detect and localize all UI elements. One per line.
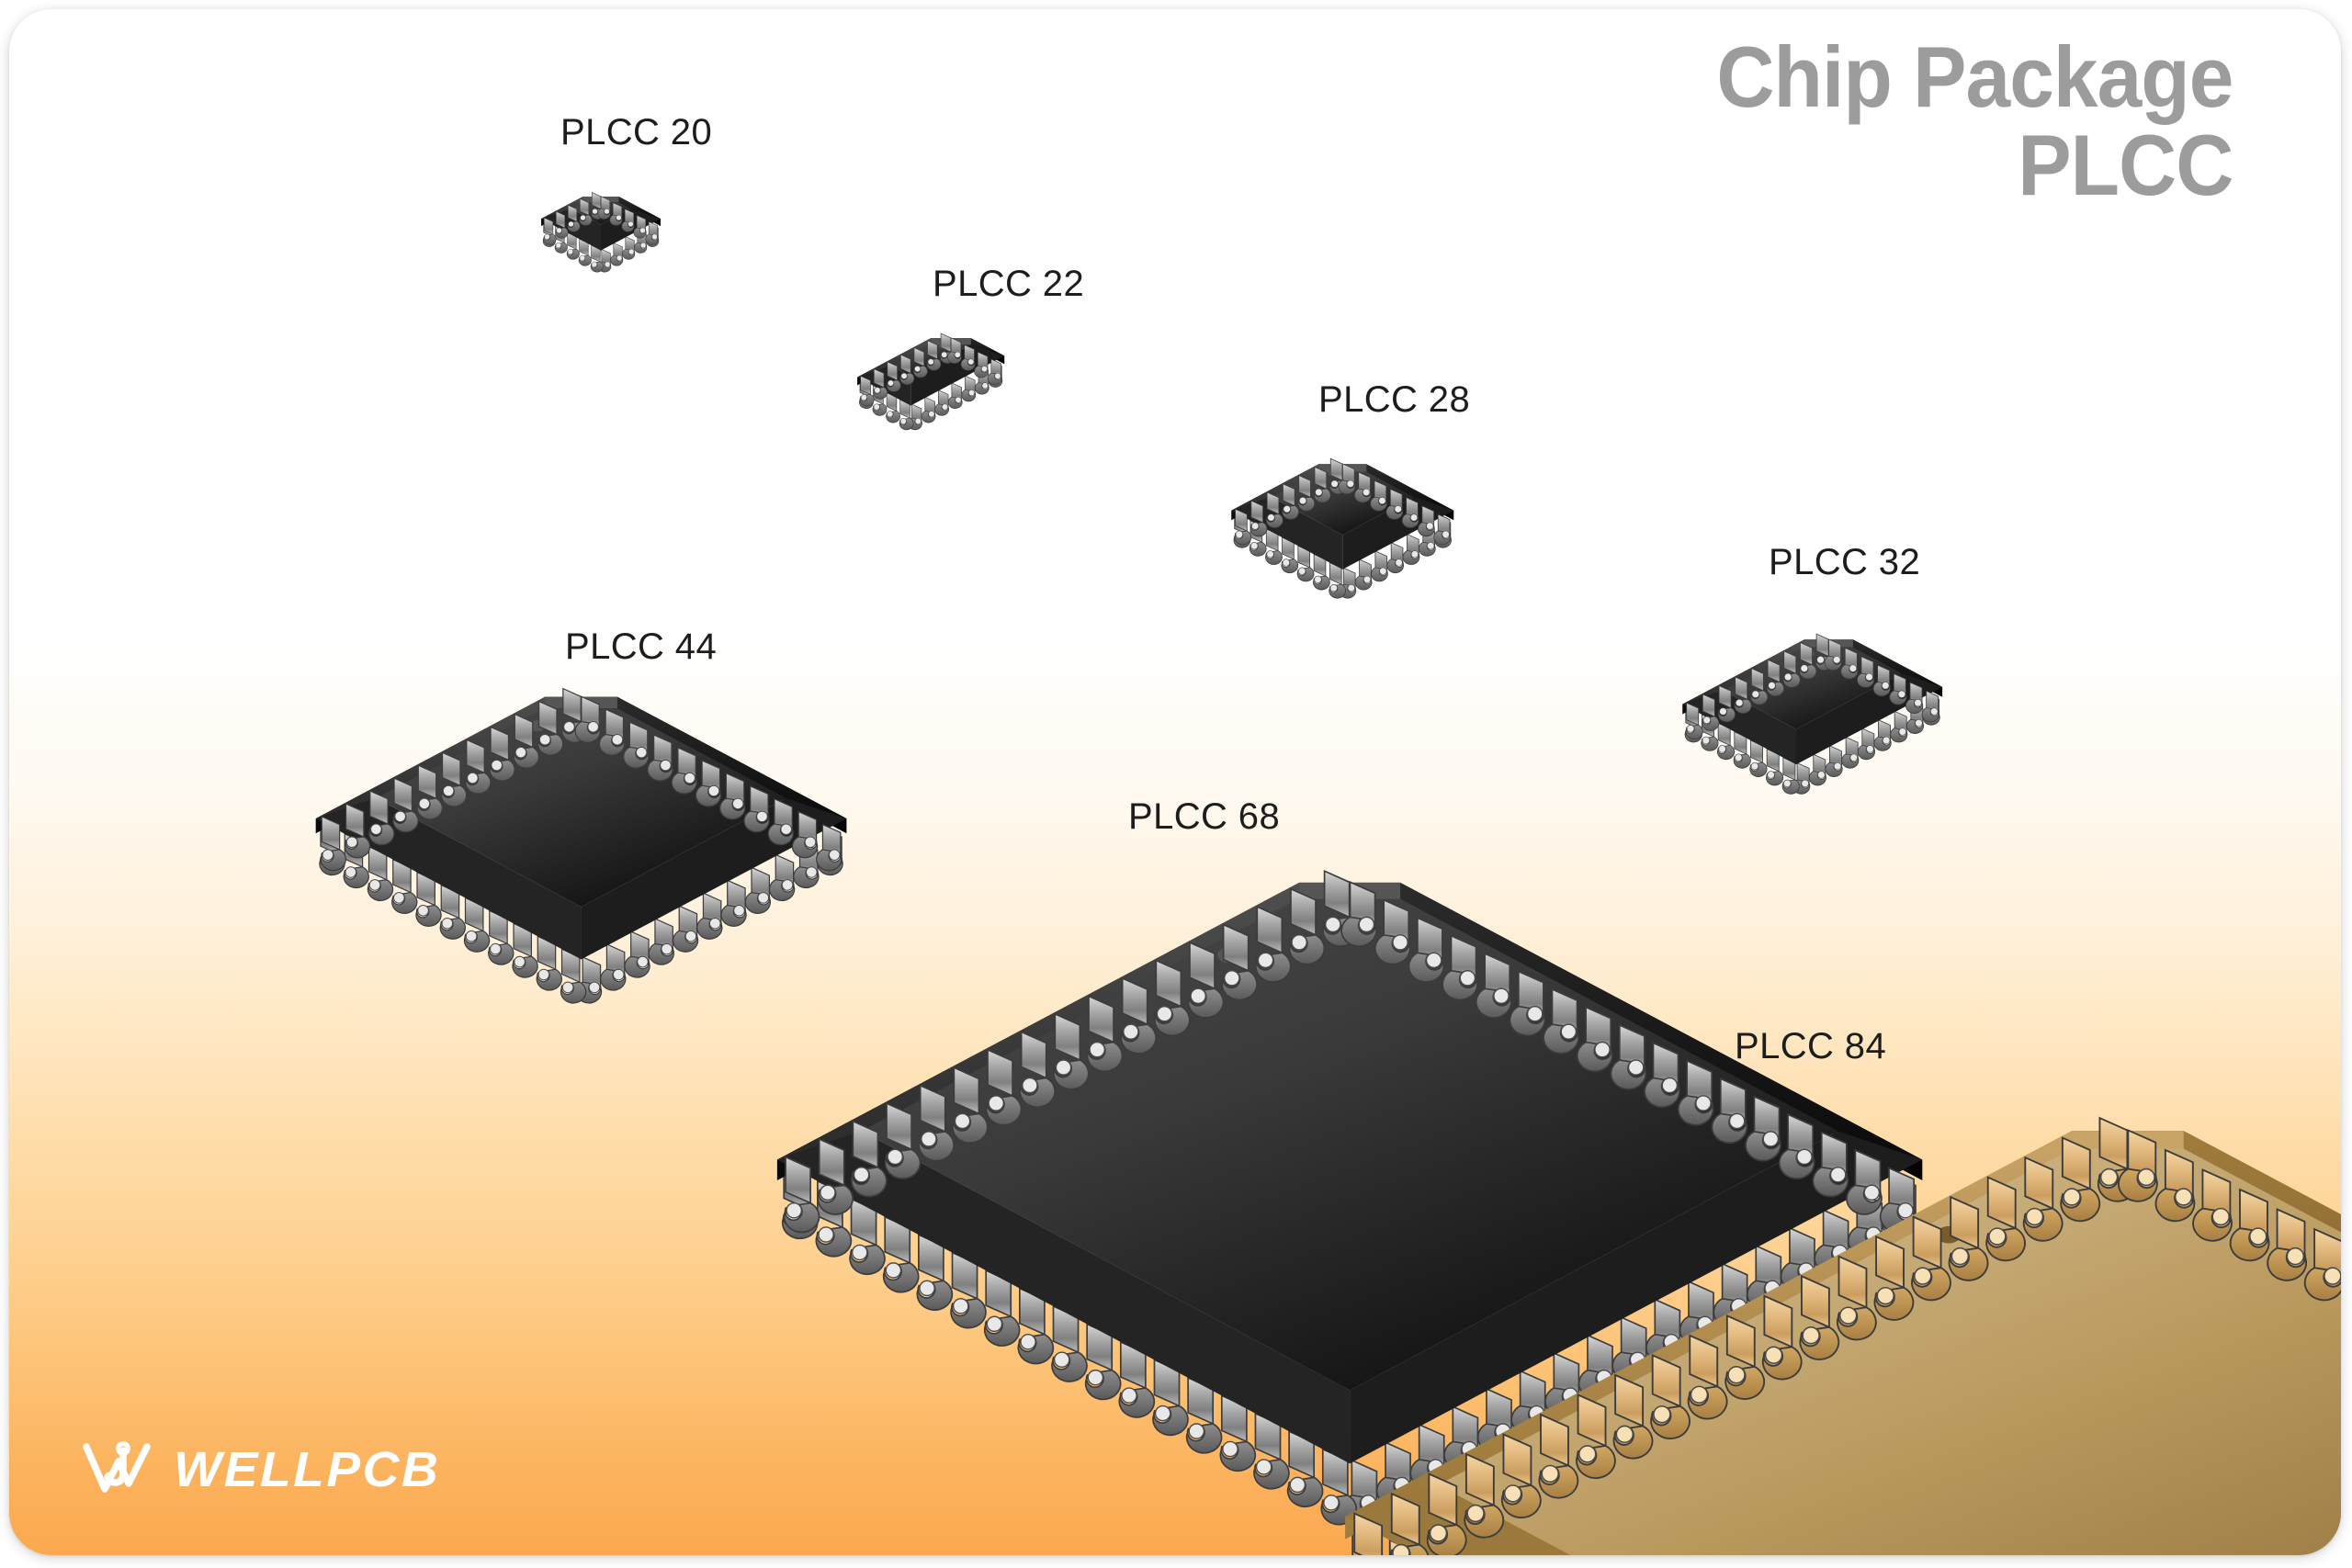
title-line-1: Chip Package — [1715, 28, 2233, 125]
chip-package-plcc-22 — [822, 303, 1039, 452]
chip-leads-back — [859, 361, 1003, 431]
chip-leads-front — [783, 869, 1917, 1234]
chip-package-plcc-84 — [1248, 1033, 2341, 1555]
title-line-2: PLCC — [2017, 116, 2233, 213]
chip-label-plcc-28: PLCC 28 — [1318, 379, 1471, 420]
chip-leads-front — [543, 192, 659, 245]
chip-package-plcc-20 — [510, 165, 692, 292]
wellpcb-w-mark-icon — [83, 1441, 151, 1493]
illustration-card: Chip Package PLCC PLCC 20 PLCC 22 PLCC 28 P… — [9, 9, 2341, 1555]
chip-label-plcc-68: PLCC 68 — [1128, 796, 1281, 837]
chip-label-plcc-44: PLCC 44 — [565, 626, 718, 667]
chip-package-plcc-32 — [1640, 597, 1984, 821]
page-title: Chip Package PLCC — [1678, 33, 2233, 209]
chip-leads-front — [859, 333, 1002, 407]
chip-leads-front — [1234, 457, 1452, 546]
chip-leads-front — [1685, 633, 1939, 740]
chip-package-plcc-28 — [1190, 423, 1496, 625]
chip-label-plcc-32: PLCC 32 — [1769, 542, 1921, 582]
chip-package-plcc-44 — [253, 634, 910, 1043]
chip-leads-front — [320, 687, 842, 872]
chip-label-plcc-84: PLCC 84 — [1735, 1026, 1887, 1066]
chip-label-plcc-22: PLCC 22 — [933, 264, 1085, 304]
chip-leads-front — [1353, 1116, 2341, 1555]
logo-wordmark: WELLPCB — [174, 1442, 441, 1497]
wellpcb-logo: WELLPCB — [81, 1441, 441, 1498]
chip-label-plcc-20: PLCC 20 — [560, 112, 713, 152]
